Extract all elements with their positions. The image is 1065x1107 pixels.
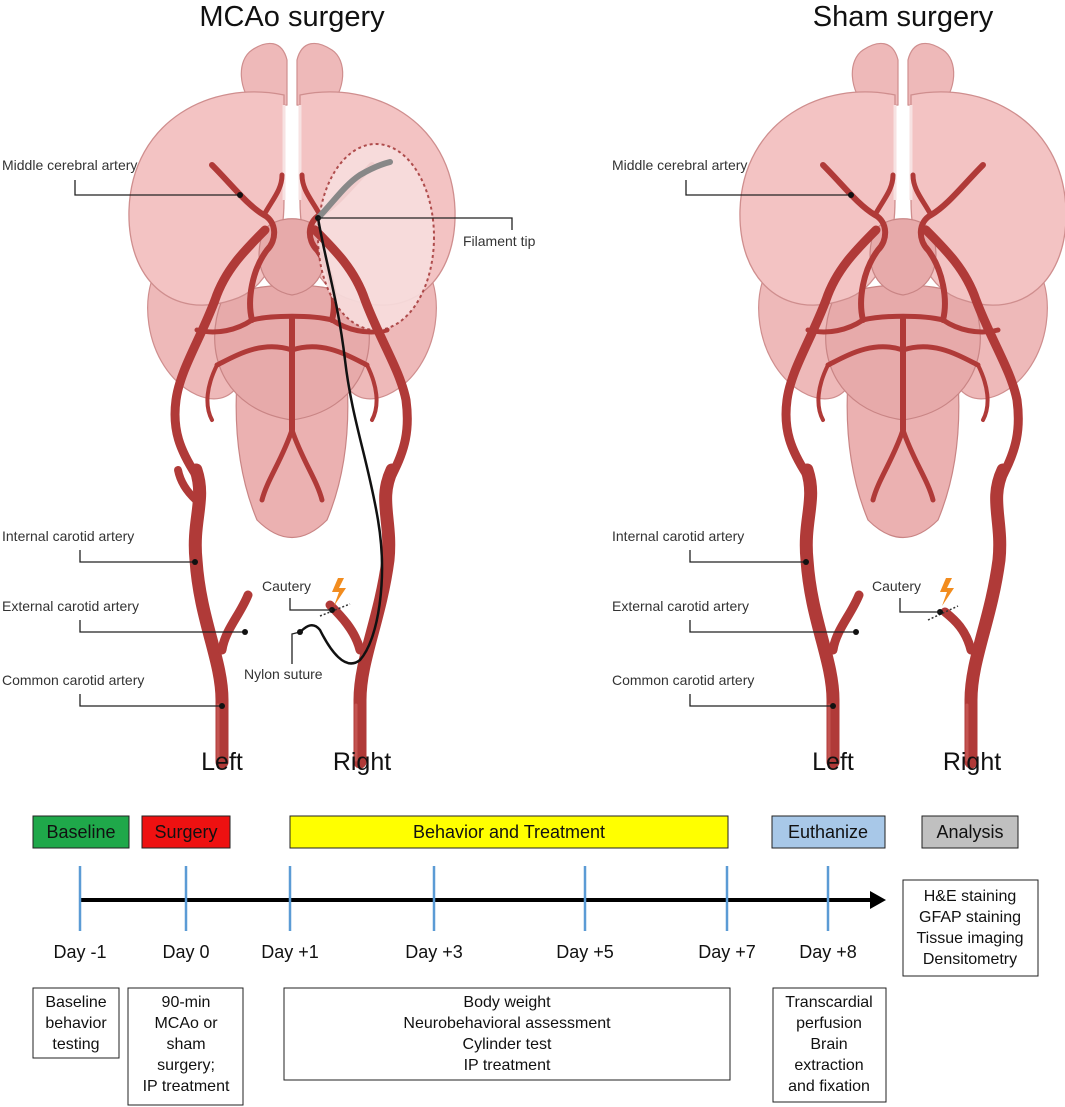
mcao-cautery-icon bbox=[332, 578, 346, 606]
filament bbox=[315, 159, 393, 221]
sham-cca-label: Common carotid artery bbox=[612, 672, 754, 688]
phase-euthanize-box bbox=[771, 815, 886, 849]
surgery-desc-box bbox=[127, 987, 244, 1106]
mcao-title: MCAo surgery bbox=[199, 1, 385, 33]
surgery-desc-line: sham bbox=[166, 1036, 205, 1053]
nylon-suture-path bbox=[297, 217, 384, 665]
euthanize-desc-line: extraction bbox=[794, 1057, 863, 1074]
sham-right-label: Right bbox=[943, 748, 1001, 776]
sham-ica-label: Internal carotid artery bbox=[612, 528, 744, 544]
mcao-left-label: Left bbox=[201, 748, 243, 776]
sham-right-ica-upper bbox=[921, 225, 1023, 480]
mcao-cautery-label: Cautery bbox=[262, 578, 311, 594]
sham-title: Sham surgery bbox=[813, 1, 994, 33]
day-label: Day 0 bbox=[162, 942, 209, 962]
sham-right-carotid bbox=[964, 463, 1010, 769]
analysis-item: Tissue imaging bbox=[916, 930, 1023, 947]
sham-left-ica-upper bbox=[781, 225, 881, 480]
day-label: Day +1 bbox=[261, 942, 319, 962]
mcao-right-carotid bbox=[353, 463, 399, 769]
mcao-right-ica-upper bbox=[310, 225, 412, 480]
mcao-right-label: Right bbox=[333, 748, 391, 776]
surgery-desc-line: MCAo or bbox=[154, 1015, 218, 1032]
behavior-desc-box bbox=[283, 987, 731, 1081]
day-label: Day +8 bbox=[799, 942, 857, 962]
mcao-filament-label: Filament tip bbox=[463, 233, 536, 249]
mcao-eca-label: External carotid artery bbox=[2, 598, 139, 614]
sham-left-carotid bbox=[799, 463, 840, 769]
phase-behavior-box bbox=[289, 815, 729, 849]
phase-baseline-box bbox=[32, 815, 130, 849]
sham-right-eca bbox=[940, 607, 976, 655]
analysis-items-box bbox=[902, 879, 1039, 977]
day-label: Day +5 bbox=[556, 942, 614, 962]
phase-behavior-label: Behavior and Treatment bbox=[413, 822, 605, 842]
sham-cautery-icon bbox=[940, 578, 954, 606]
sham-cautery-label: Cautery bbox=[872, 578, 921, 594]
sham-mca-label: Middle cerebral artery bbox=[612, 157, 747, 173]
sham-left-label: Left bbox=[812, 748, 854, 776]
phase-baseline-label: Baseline bbox=[46, 822, 115, 842]
day-label: Day +3 bbox=[405, 942, 463, 962]
phase-euthanize-label: Euthanize bbox=[788, 822, 868, 842]
phase-analysis-label: Analysis bbox=[936, 822, 1003, 842]
mcao-panel: MCAo surgery Middle cerebral artery Fila… bbox=[2, 1, 536, 776]
euthanize-desc-line: and fixation bbox=[788, 1078, 870, 1095]
phase-analysis-box bbox=[921, 815, 1019, 849]
behavior-desc-line: IP treatment bbox=[464, 1057, 551, 1074]
mcao-left-ica-upper bbox=[170, 225, 270, 480]
analysis-item: Densitometry bbox=[923, 951, 1017, 968]
day-label: Day +7 bbox=[698, 942, 756, 962]
sham-panel: Sham surgery Middle cerebral artery Inte… bbox=[612, 1, 1065, 776]
baseline-desc-line: testing bbox=[52, 1036, 99, 1053]
baseline-desc-box bbox=[32, 987, 120, 1059]
mcao-cca-label: Common carotid artery bbox=[2, 672, 144, 688]
surgery-desc-line: IP treatment bbox=[143, 1078, 230, 1095]
mcao-ica-label: Internal carotid artery bbox=[2, 528, 134, 544]
sham-brain-illustration bbox=[740, 43, 1065, 537]
timeline: Baseline Surgery Behavior and Treatment … bbox=[32, 815, 1039, 1106]
analysis-item: GFAP staining bbox=[919, 909, 1021, 926]
behavior-desc-line: Neurobehavioral assessment bbox=[403, 1015, 611, 1032]
mcao-suture-label: Nylon suture bbox=[244, 666, 323, 682]
sham-left-eca bbox=[828, 590, 864, 655]
baseline-desc-line: behavior bbox=[45, 1015, 107, 1032]
day-label: Day -1 bbox=[53, 942, 106, 962]
behavior-desc-line: Body weight bbox=[463, 994, 551, 1011]
phase-surgery-box bbox=[141, 815, 231, 849]
phase-surgery-label: Surgery bbox=[154, 822, 217, 842]
euthanize-desc-box bbox=[772, 987, 887, 1103]
baseline-desc-line: Baseline bbox=[45, 994, 106, 1011]
surgery-desc-line: surgery; bbox=[157, 1057, 215, 1074]
mcao-left-branch bbox=[174, 466, 200, 504]
euthanize-desc-line: perfusion bbox=[796, 1015, 862, 1032]
sham-eca-label: External carotid artery bbox=[612, 598, 749, 614]
timeline-arrow-icon bbox=[870, 891, 886, 909]
euthanize-desc-line: Brain bbox=[810, 1036, 847, 1053]
surgery-desc-line: 90-min bbox=[162, 994, 211, 1011]
mcao-left-eca bbox=[217, 590, 253, 655]
mcao-mca-label: Middle cerebral artery bbox=[2, 157, 137, 173]
euthanize-desc-line: Transcardial bbox=[785, 994, 872, 1011]
behavior-desc-line: Cylinder test bbox=[463, 1036, 552, 1053]
analysis-item: H&E staining bbox=[924, 888, 1017, 905]
mcao-right-eca bbox=[325, 600, 365, 655]
